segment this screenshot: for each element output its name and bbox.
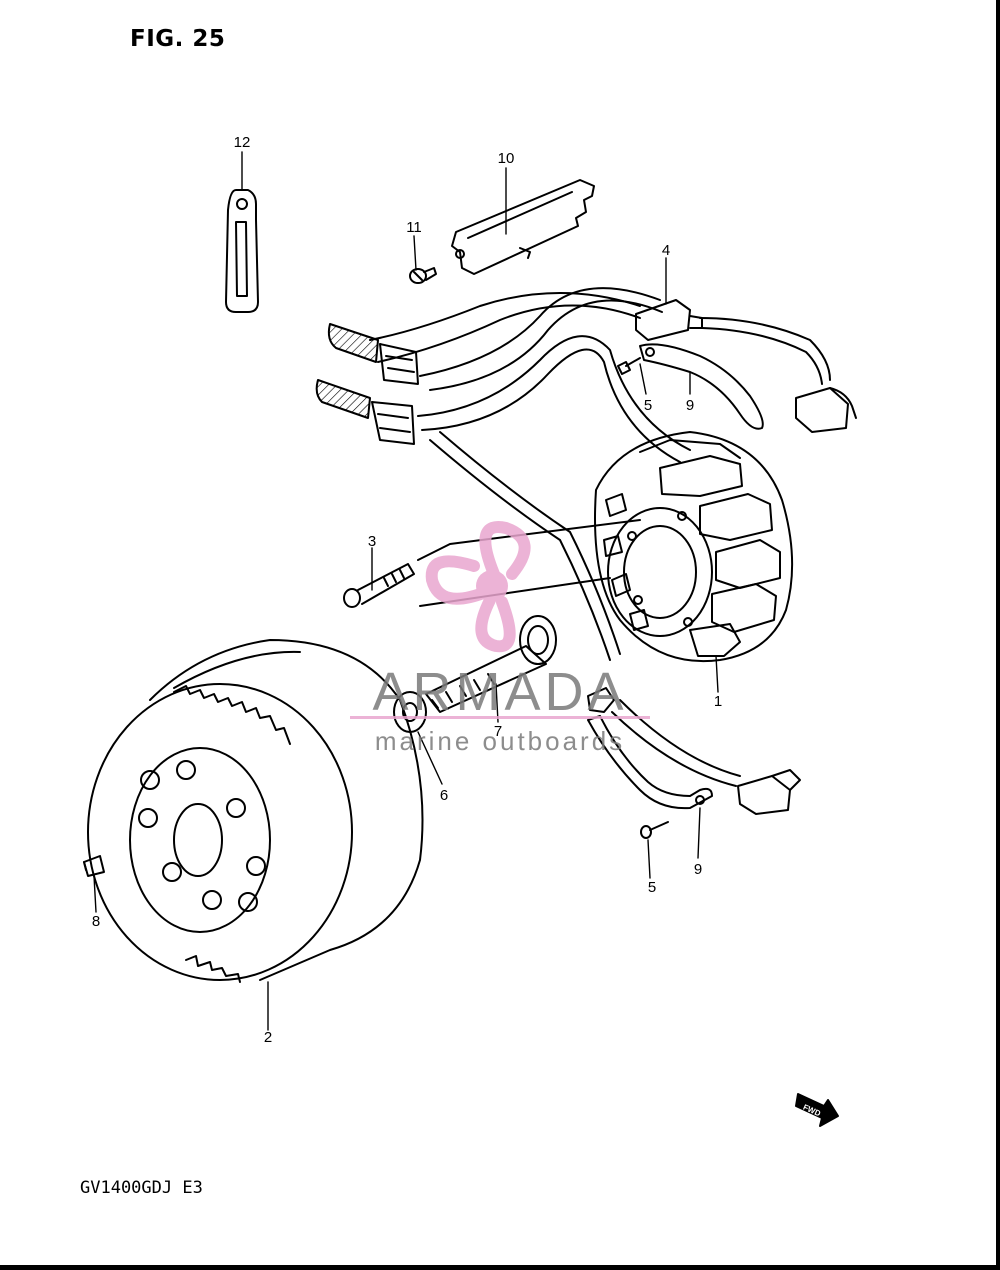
part-8-key — [83, 855, 105, 877]
part-2-flywheel — [87, 639, 424, 983]
part-5-screw-upper — [617, 357, 641, 375]
model-code: GV1400GDJ E3 — [80, 1178, 203, 1198]
callout-4: 4 — [662, 242, 670, 259]
callout-5-upper: 5 — [644, 397, 652, 414]
callout-labels: 1 2 3 4 5 5 6 7 8 9 9 10 11 12 — [92, 134, 722, 1046]
bottom-border — [0, 1265, 1000, 1270]
watermark-tagline: marine outboards — [375, 726, 625, 756]
callout-12: 12 — [234, 134, 251, 151]
callout-3: 3 — [368, 533, 376, 550]
callout-6: 6 — [440, 787, 448, 804]
terminal-cap-right — [795, 387, 857, 433]
callout-5-lower: 5 — [648, 879, 656, 896]
callout-8: 8 — [92, 913, 100, 930]
part-9-bracket-lower — [587, 715, 713, 810]
right-border — [996, 0, 1000, 1270]
callout-9-upper: 9 — [686, 397, 694, 414]
fwd-arrow-icon — [795, 1093, 839, 1127]
part-7-shaft-bolt — [417, 519, 641, 713]
connector-clip-lower — [587, 687, 615, 713]
watermark-brand: ARMADA — [372, 662, 627, 722]
terminal-cap-lower — [737, 769, 801, 815]
figure-title: FIG. 25 — [130, 26, 226, 52]
callout-2: 2 — [264, 1029, 272, 1046]
part-11-screw — [409, 267, 437, 284]
callout-9-lower: 9 — [694, 861, 702, 878]
part-10-cover-plate — [451, 179, 595, 275]
leader-lines — [93, 151, 719, 1031]
part-12-strap — [225, 189, 259, 313]
connector-upper — [327, 323, 419, 385]
connector-lower — [315, 379, 415, 445]
propeller-icon — [425, 521, 531, 653]
part-4-terminal-cap — [635, 299, 703, 341]
part-3-bolt — [343, 563, 415, 608]
watermark-underline — [350, 716, 650, 719]
part-5-screw-lower — [640, 821, 669, 839]
propeller-hub-icon — [476, 570, 508, 602]
watermark-logo: ARMADA marine outboards — [350, 521, 650, 756]
part-1-stator — [594, 431, 794, 663]
wiring-harness — [369, 287, 831, 787]
callout-7: 7 — [494, 723, 502, 740]
callout-11: 11 — [406, 219, 422, 236]
callout-1: 1 — [714, 693, 722, 710]
callout-10: 10 — [498, 150, 515, 167]
part-9-bracket-upper — [639, 343, 764, 430]
